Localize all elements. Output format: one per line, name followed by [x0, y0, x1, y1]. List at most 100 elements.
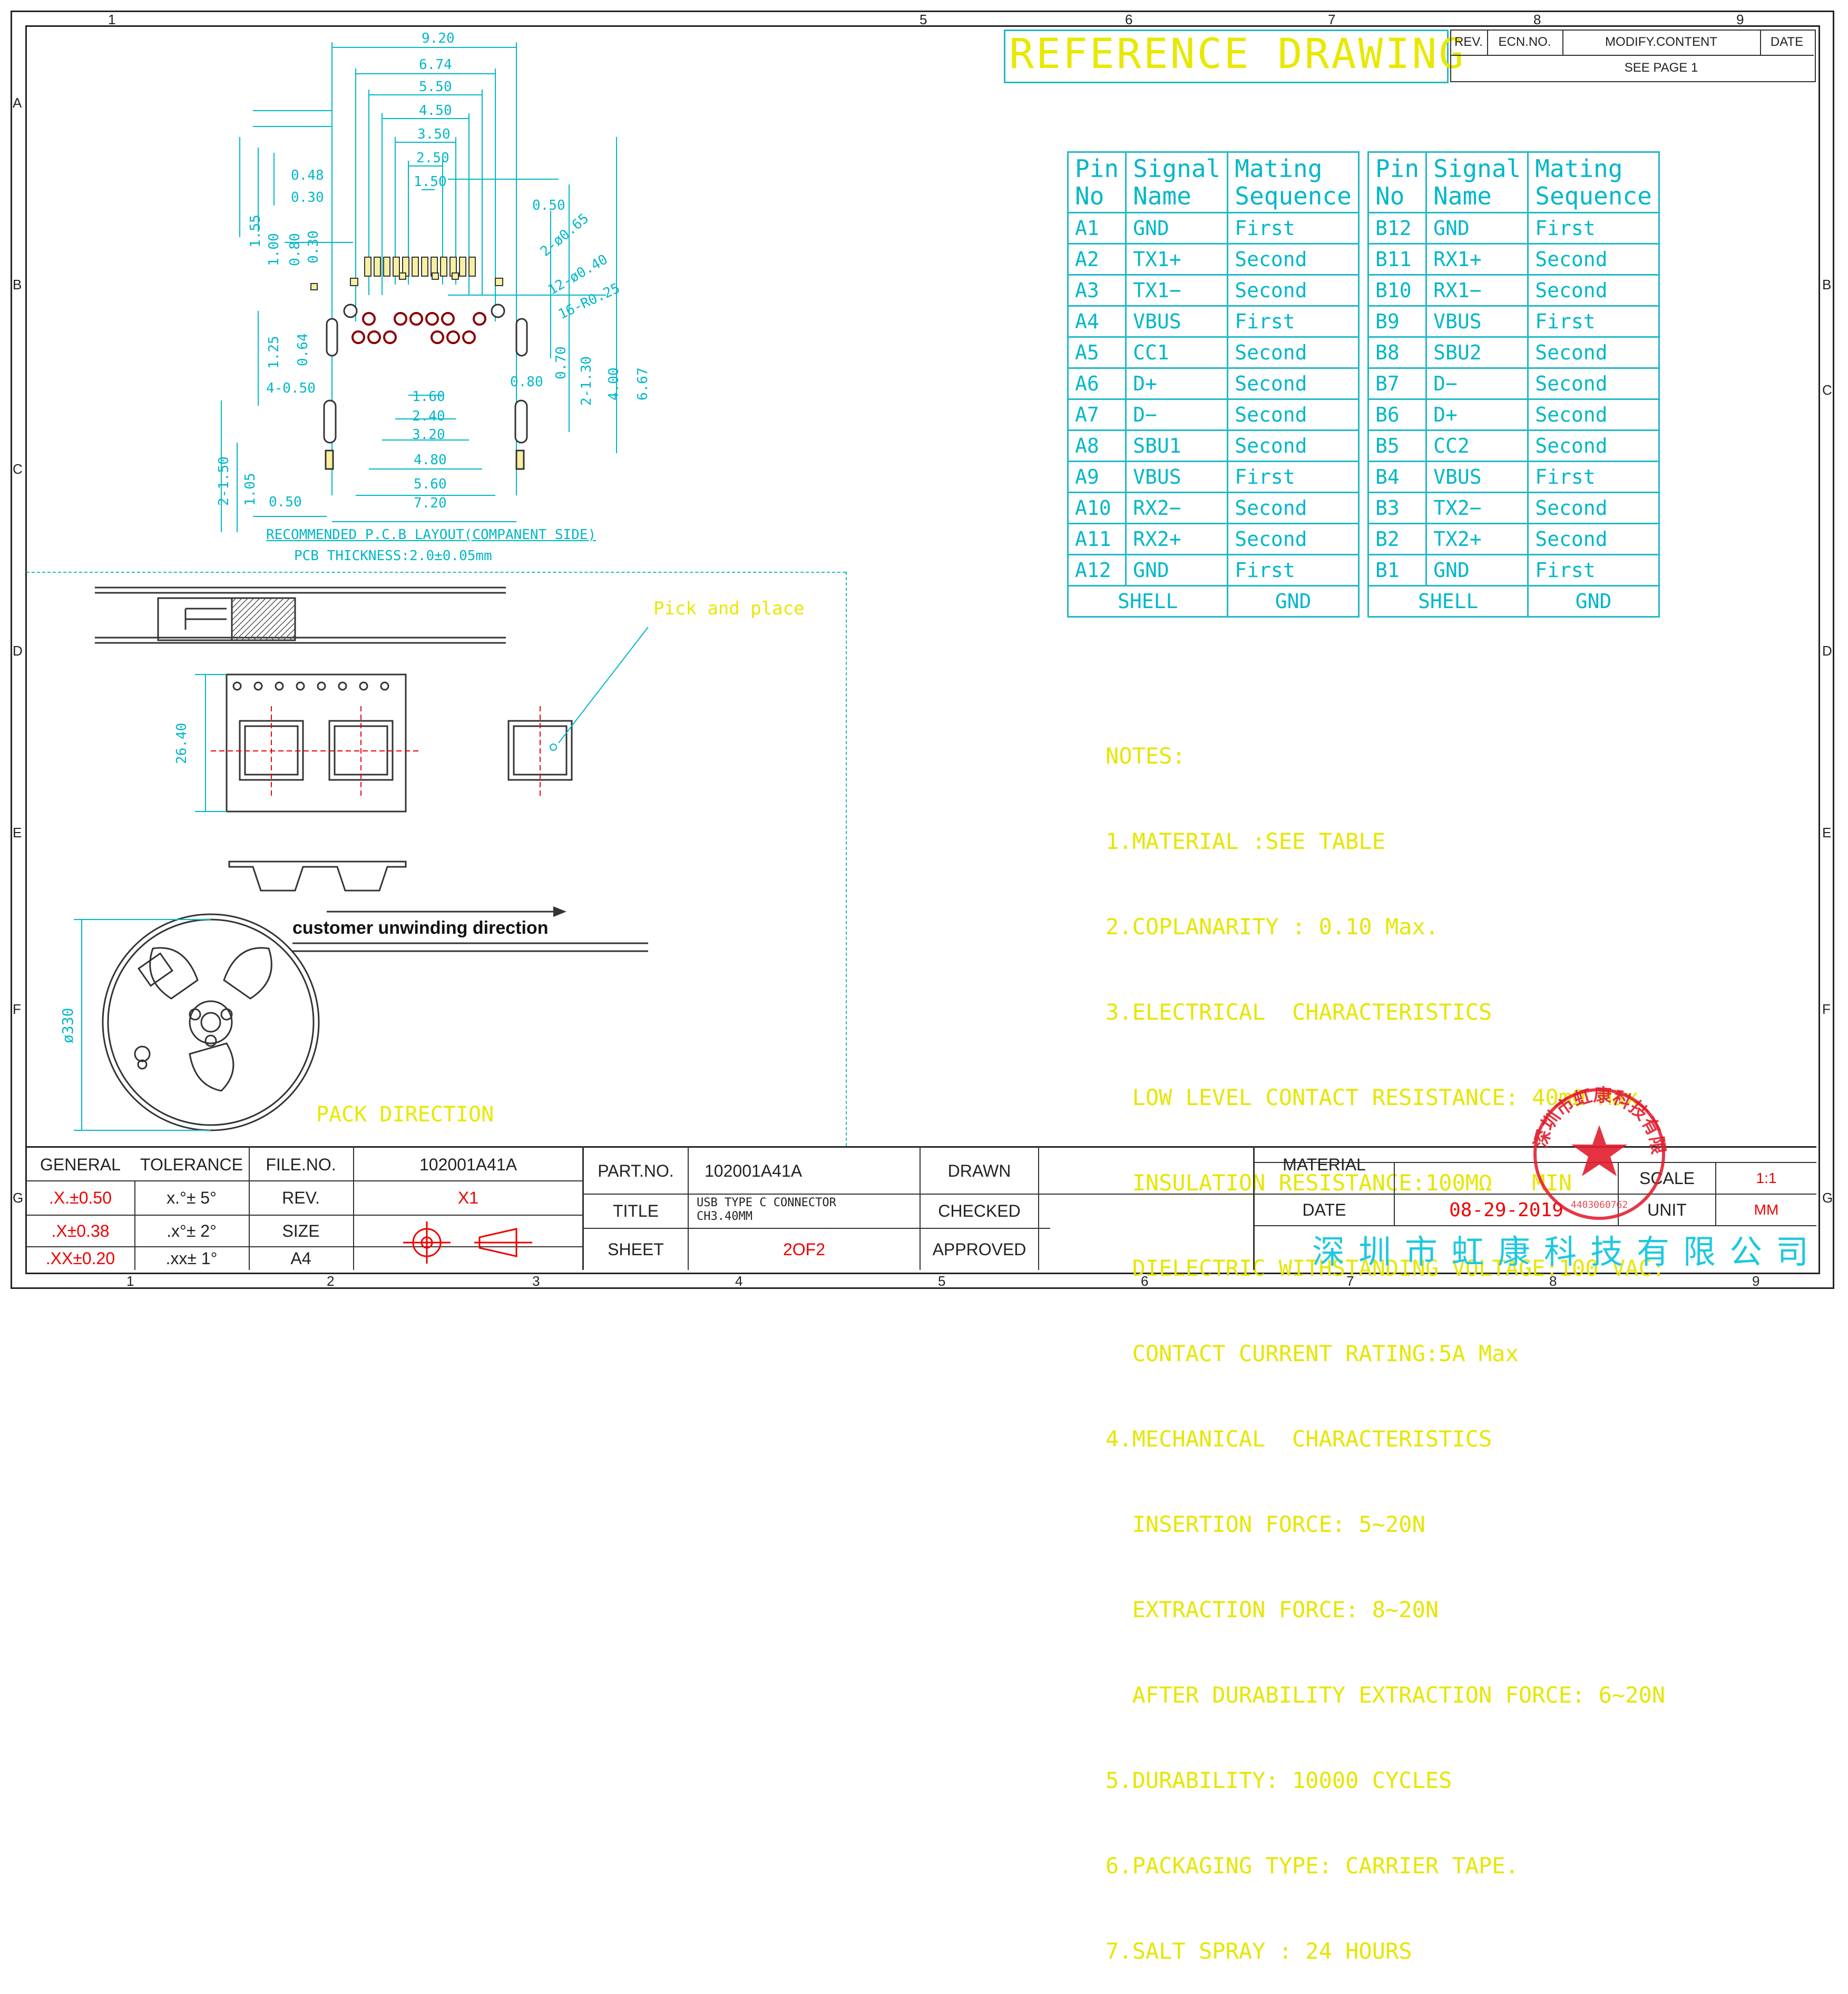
zone-top-6: 6 — [1125, 12, 1133, 27]
dim-5-60: 5.60 — [414, 476, 447, 492]
checked-label: CHECKED — [938, 1201, 1021, 1220]
see-page-note: SEE PAGE 1 — [1624, 61, 1698, 75]
zone-right-g: G — [1822, 1190, 1833, 1206]
dim-0-50-top: 0.50 — [532, 198, 565, 213]
dim-2-40: 2.40 — [412, 408, 445, 424]
section-divider-v — [846, 572, 847, 1146]
dim-6-74: 6.74 — [419, 57, 452, 73]
note-line: 4.MECHANICAL CHARACTERISTICS — [1106, 1426, 1492, 1452]
dim-1-50: 1.50 — [414, 174, 447, 190]
note-line: INSERTION FORCE: 5~20N — [1106, 1511, 1425, 1537]
title-label: TITLE — [612, 1201, 659, 1220]
drawn-label: DRAWN — [947, 1161, 1011, 1180]
dim-0-80-right: 0.80 — [510, 374, 543, 390]
company-seal-icon: 深圳市虹康科技有限公司 4403060762 — [1528, 1075, 1669, 1220]
zone-left-a: A — [13, 95, 22, 111]
dim-5-50: 5.50 — [419, 79, 452, 95]
zone-bottom-4: 4 — [735, 1273, 743, 1289]
dim-0-80: 0.80 — [287, 233, 303, 266]
tolerance-label: TOLERANCE — [140, 1155, 243, 1174]
zone-right-e: E — [1822, 825, 1832, 840]
pcb-thickness: PCB THICKNESS:2.0±0.05mm — [294, 548, 492, 564]
note-line: AFTER DURABILITY EXTRACTION FORCE: 6~20N — [1106, 1682, 1666, 1708]
dim-2-1-30: 2-1.30 — [579, 356, 594, 406]
note-line: 3.ELECTRICAL CHARACTERISTICS — [1106, 999, 1492, 1025]
note-line: 1.MATERIAL :SEE TABLE — [1106, 828, 1386, 854]
zone-left-c: C — [13, 461, 23, 477]
zone-bottom-9: 9 — [1752, 1273, 1760, 1289]
zone-bottom-2: 2 — [327, 1273, 335, 1289]
shell-row: SHELL GND — [1367, 585, 1660, 618]
note-line: 5.DURABILITY: 10000 CYCLES — [1106, 1767, 1452, 1793]
zone-left-d: D — [13, 643, 23, 659]
pcb-layout-drawing — [221, 42, 617, 532]
zone-bottom-1: 1 — [126, 1273, 134, 1289]
seal-number: 4403060762 — [1571, 1199, 1628, 1210]
zone-bottom-6: 6 — [1141, 1273, 1149, 1289]
tape-width-dim: 26.40 — [174, 722, 190, 764]
rev-header: REV. — [1454, 35, 1483, 49]
dim-3-20: 3.20 — [412, 427, 445, 443]
zone-right-d: D — [1822, 643, 1832, 659]
dim-1-00: 1.00 — [266, 233, 282, 266]
dim-0-30: 0.30 — [291, 190, 324, 206]
dim-0-50-bottom: 0.50 — [269, 494, 302, 510]
zone-top-9: 9 — [1736, 12, 1744, 27]
date-value: 08-29-2019 — [1449, 1199, 1563, 1221]
date-label: DATE — [1302, 1200, 1346, 1219]
reel-diameter-dim: ø330 — [59, 1008, 76, 1043]
pcb-layout-caption: RECOMMENDED P.C.B LAYOUT(COMPANENT SIDE) — [266, 527, 597, 543]
dim-0-64: 0.64 — [295, 333, 311, 366]
dim-0-70: 0.70 — [553, 346, 569, 379]
notes-block: NOTES: 1.MATERIAL :SEE TABLE 2.COPLANARI… — [1106, 685, 1665, 1994]
sheet-value: 2OF2 — [783, 1239, 826, 1259]
pack-direction-label: PACK DIRECTION — [316, 1102, 494, 1127]
general-label: GENERAL — [40, 1155, 121, 1174]
carrier-tape-drawing — [74, 587, 649, 1131]
notes-heading: NOTES: — [1106, 743, 1186, 769]
dim-2-50: 2.50 — [416, 150, 449, 166]
note-line: EXTRACTION FORCE: 8~20N — [1106, 1597, 1439, 1622]
ecn-header: ECN.NO. — [1498, 35, 1551, 49]
dim-1-60: 1.60 — [412, 389, 445, 405]
shell-row: SHELL GND — [1067, 585, 1360, 618]
scale-value: 1:1 — [1756, 1170, 1777, 1186]
file-no-value: 102001A41A — [419, 1155, 517, 1174]
note-line: CONTACT CURRENT RATING:5A Max — [1106, 1341, 1519, 1366]
unwinding-direction-label: customer unwinding direction — [292, 918, 549, 938]
unit-label: UNIT — [1647, 1200, 1687, 1219]
dim-0-30-v: 0.30 — [306, 230, 321, 263]
sheet-label: SHEET — [608, 1239, 664, 1259]
reference-title-box — [1004, 30, 1449, 83]
reference-title: REFERENCE DRAWING — [1009, 31, 1466, 78]
dim-4-00: 4.00 — [606, 367, 622, 400]
zone-left-g: G — [13, 1190, 24, 1206]
zone-left-b: B — [13, 277, 22, 292]
rev-label: REV. — [282, 1188, 320, 1207]
approved-label: APPROVED — [932, 1239, 1026, 1259]
outer-frame — [11, 11, 1834, 1289]
section-divider-h — [26, 572, 846, 573]
zone-top-7: 7 — [1328, 12, 1336, 27]
inner-frame — [25, 25, 1820, 1274]
file-no-label: FILE.NO. — [266, 1155, 336, 1174]
dim-9-20: 9.20 — [422, 31, 455, 46]
unit-value: MM — [1754, 1201, 1779, 1218]
rev-value: X1 — [457, 1188, 479, 1207]
